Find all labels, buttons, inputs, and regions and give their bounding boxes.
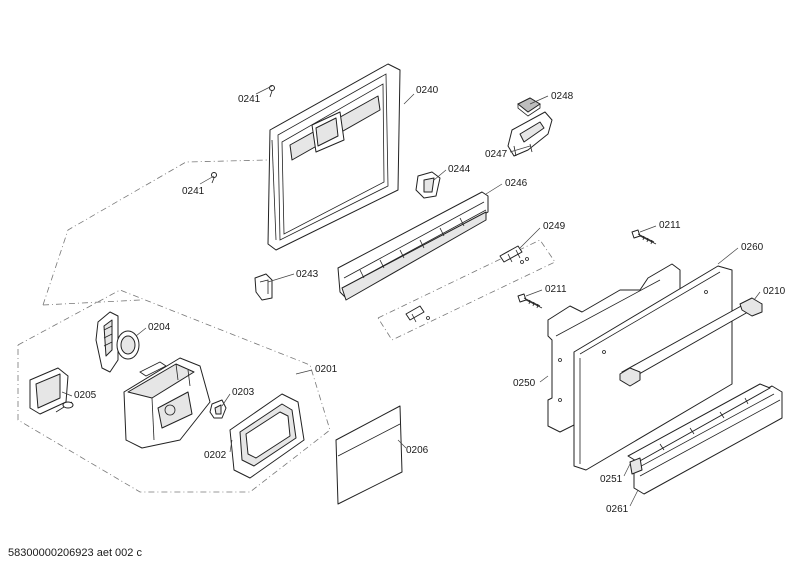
label-0246: 0246	[505, 178, 528, 189]
label-0202: 0202	[204, 450, 227, 461]
label-0203: 0203	[232, 387, 255, 398]
screw-0211-lower	[517, 293, 543, 309]
clip-0203	[209, 399, 227, 419]
latch-cover-0248	[517, 97, 541, 117]
label-0205: 0205	[74, 390, 97, 401]
label-0211-upper: 0211	[659, 220, 681, 231]
door-strip-0246	[337, 191, 489, 301]
bracket-group-boundary	[377, 239, 556, 341]
handle-bar-0210	[619, 297, 763, 387]
label-0251: 0251	[600, 474, 623, 485]
screw-0211-upper	[631, 229, 657, 245]
label-0249: 0249	[543, 221, 566, 232]
small-module-0205	[29, 367, 74, 415]
booklet-0206	[335, 405, 403, 505]
label-0261: 0261	[606, 504, 629, 515]
inner-door-panel-0240	[267, 63, 401, 251]
strip-0251	[627, 383, 771, 475]
label-0240: 0240	[416, 85, 439, 96]
outer-door-panel-0260	[573, 265, 733, 471]
clip-0244	[415, 171, 441, 199]
label-0250: 0250	[513, 378, 536, 389]
label-0247: 0247	[485, 149, 508, 160]
label-0243: 0243	[296, 269, 319, 280]
label-0201: 0201	[315, 364, 338, 375]
control-module-group-boundary	[17, 289, 331, 493]
control-element-0204	[95, 311, 140, 373]
label-0204: 0204	[148, 322, 171, 333]
label-0241-upper: 0241	[238, 94, 261, 105]
bottom-panel-0261	[633, 385, 783, 495]
latch-0247	[507, 111, 553, 157]
label-0244: 0244	[448, 164, 471, 175]
screw-0241-lower	[211, 172, 217, 184]
bracket-0249	[499, 245, 529, 264]
display-frame-0202	[229, 393, 305, 479]
label-0260: 0260	[741, 242, 764, 253]
upper-group-boundary	[42, 159, 269, 306]
label-0211-lower: 0211	[545, 284, 567, 295]
bracket-0249-lower	[405, 305, 430, 323]
label-0210: 0210	[763, 286, 786, 297]
document-footer-code: 58300000206923 aet 002 c	[8, 547, 142, 559]
label-0241-lower: 0241	[182, 186, 205, 197]
label-0248: 0248	[551, 91, 574, 102]
leader-lines	[61, 85, 761, 507]
hinge-bracket-0243	[254, 273, 273, 301]
label-0206: 0206	[406, 445, 429, 456]
control-unit	[123, 357, 211, 449]
